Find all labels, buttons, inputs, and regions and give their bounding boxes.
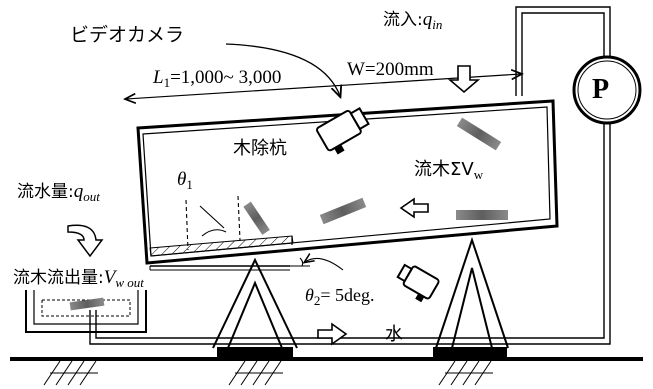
theta2-subscript: 2 bbox=[313, 292, 321, 308]
log-icon bbox=[456, 210, 508, 220]
outlet-plate bbox=[149, 265, 290, 271]
arrow-icon bbox=[399, 197, 429, 219]
supply-pipe bbox=[515, 6, 611, 96]
inflow-prefix: 流入: bbox=[383, 10, 423, 30]
wood-label-text: 流木ΣV bbox=[414, 159, 474, 180]
wood-outflow-label: 流木流出量:Vw out bbox=[13, 268, 144, 289]
theta1-indicator bbox=[185, 195, 241, 251]
log-icon bbox=[69, 297, 105, 311]
theta2-label: θ2= 5deg. bbox=[305, 286, 374, 307]
outflow-tank bbox=[25, 290, 147, 333]
arrow-icon bbox=[67, 224, 104, 258]
wood-label: 流木ΣVw bbox=[414, 160, 483, 181]
wood-outflow-subscript: w out bbox=[115, 274, 144, 290]
length-dimension bbox=[126, 74, 521, 99]
length-subscript: 1 bbox=[163, 74, 171, 90]
length-symbol: L bbox=[153, 67, 164, 88]
support-left bbox=[212, 257, 298, 357]
arrow-icon bbox=[447, 65, 481, 94]
pile-label: 木除杭 bbox=[233, 138, 287, 159]
outflow-symbol: q bbox=[73, 181, 84, 202]
log-icon bbox=[243, 201, 270, 235]
theta2-symbol: θ bbox=[305, 285, 314, 305]
outflow-prefix: 流水量: bbox=[17, 182, 74, 202]
inflow-label: 流入:qin bbox=[383, 10, 442, 31]
length-value: =1,000~ 3,000 bbox=[170, 67, 282, 88]
video-camera-icon bbox=[396, 263, 440, 303]
camera-label: ビデオカメラ bbox=[70, 24, 185, 46]
pump-icon bbox=[572, 55, 642, 125]
inflow-subscript: in bbox=[432, 16, 443, 32]
log-icon bbox=[456, 117, 502, 151]
outflow-subscript: out bbox=[83, 188, 100, 204]
water-label: 水 bbox=[385, 324, 403, 345]
wood-outflow-prefix: 流木流出量: bbox=[13, 268, 104, 288]
theta1-label: θ1 bbox=[177, 170, 193, 191]
pump-letter: P bbox=[592, 74, 610, 105]
log-icon bbox=[319, 197, 367, 225]
inflow-symbol: q bbox=[422, 9, 433, 30]
wood-label-subscript: w bbox=[473, 166, 484, 182]
theta1-subscript: 1 bbox=[186, 176, 193, 192]
video-camera-icon bbox=[316, 106, 370, 155]
support-right bbox=[433, 236, 509, 357]
width-label: W=200mm bbox=[347, 59, 434, 80]
length-label: L1=1,000~ 3,000 bbox=[153, 68, 281, 89]
wood-outflow-symbol: V bbox=[103, 267, 116, 288]
outflow-label: 流水量:qout bbox=[17, 182, 100, 203]
arrow-icon bbox=[317, 322, 348, 346]
flume-channel bbox=[136, 99, 559, 265]
theta1-symbol: θ bbox=[177, 169, 187, 190]
theta2-indicator bbox=[270, 258, 344, 271]
ground bbox=[10, 357, 643, 386]
theta2-value: = 5deg. bbox=[320, 285, 375, 305]
